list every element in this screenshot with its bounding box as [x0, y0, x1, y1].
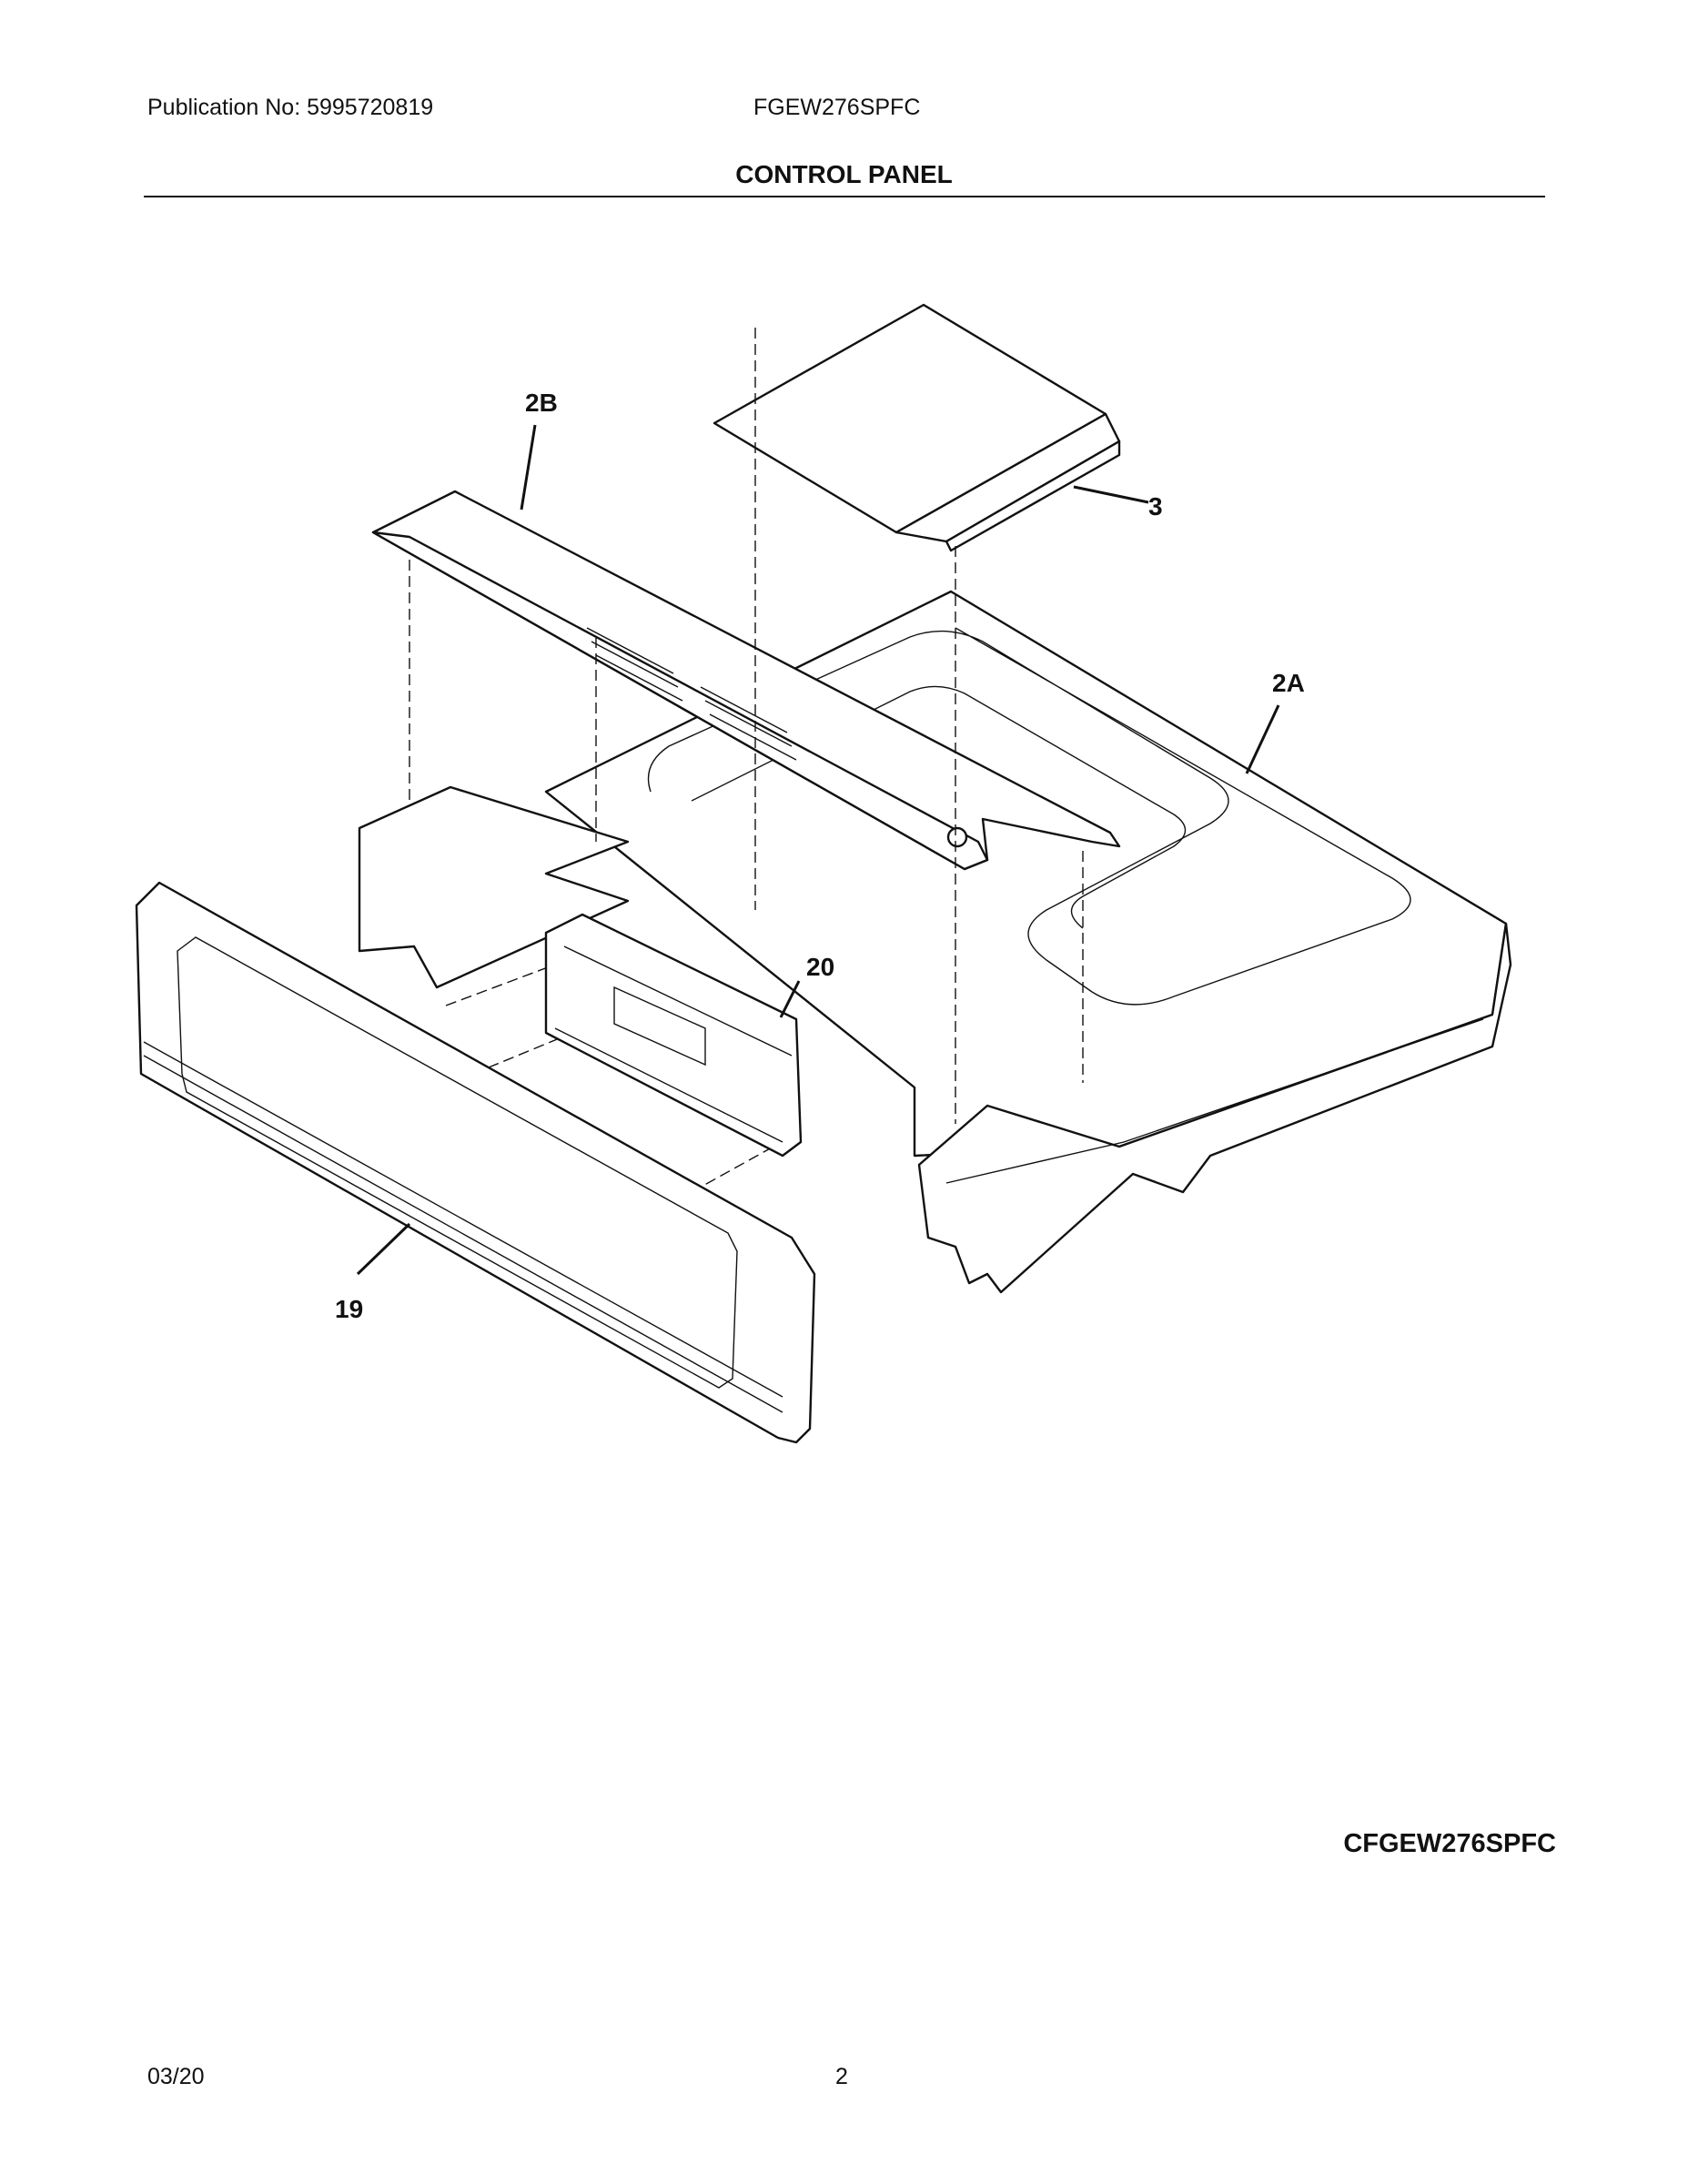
part-3-cover: [713, 303, 1121, 552]
alignment-lines: [409, 328, 1084, 1193]
part-2b-shield: [371, 490, 1121, 871]
header-rule: [144, 196, 1545, 197]
publication-number: Publication No: 5995720819: [147, 95, 434, 120]
page-number: 2: [835, 2064, 848, 2089]
callout-19: 19: [335, 1295, 363, 1323]
model-number: FGEW276SPFC: [753, 95, 921, 120]
part-20-electronic-control: [544, 913, 803, 1158]
callout-3: 3: [1148, 492, 1163, 521]
callout-2a: 2A: [1272, 669, 1305, 697]
footer-date: 03/20: [147, 2064, 205, 2089]
left-bracket: [358, 785, 630, 989]
diagram-code: CFGEW276SPFC: [1343, 1829, 1556, 1858]
section-title: CONTROL PANEL: [735, 160, 953, 188]
callout-20: 20: [806, 953, 834, 981]
callout-2b: 2B: [525, 389, 558, 417]
part-19-front-panel: [135, 881, 816, 1444]
callout-leaders: [356, 424, 1280, 1276]
